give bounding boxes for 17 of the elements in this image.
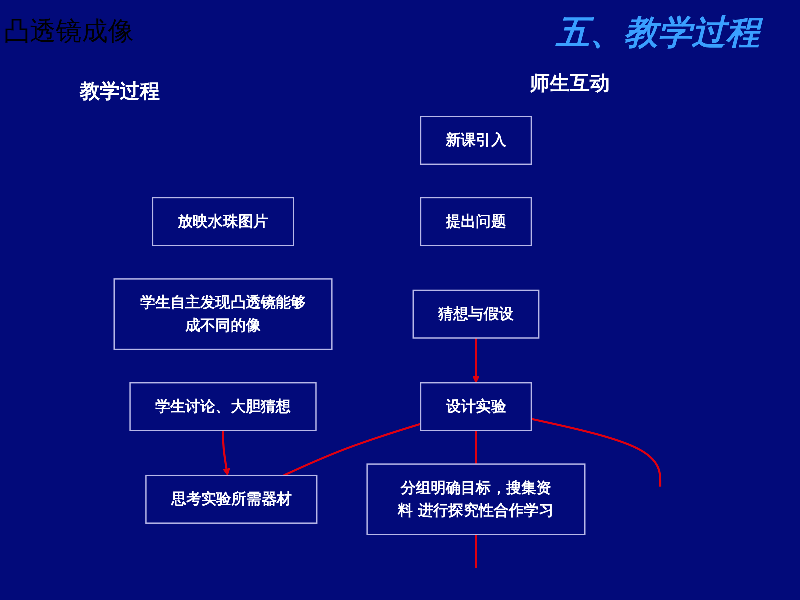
connector bbox=[284, 423, 422, 477]
process-box: 设计实验 bbox=[420, 382, 532, 432]
process-box: 提出问题 bbox=[420, 197, 532, 246]
connector bbox=[475, 430, 478, 464]
arrow bbox=[222, 430, 230, 476]
connector bbox=[475, 534, 478, 568]
process-box: 学生自主发现凸透镜能够成不同的像 bbox=[114, 278, 333, 350]
process-box: 猜想与假设 bbox=[412, 290, 540, 339]
arrow bbox=[472, 338, 480, 384]
column-heading: 师生互动 bbox=[530, 70, 610, 97]
column-heading: 教学过程 bbox=[80, 78, 160, 105]
process-box: 分组明确目标，搜集资料 进行探究性合作学习 bbox=[366, 464, 586, 536]
process-box: 放映水珠图片 bbox=[152, 197, 294, 246]
connector bbox=[531, 418, 662, 487]
topic-heading: 凸透镜成像 bbox=[4, 16, 134, 49]
process-box: 学生讨论、大胆猜想 bbox=[130, 382, 317, 432]
process-box: 新课引入 bbox=[420, 116, 532, 166]
